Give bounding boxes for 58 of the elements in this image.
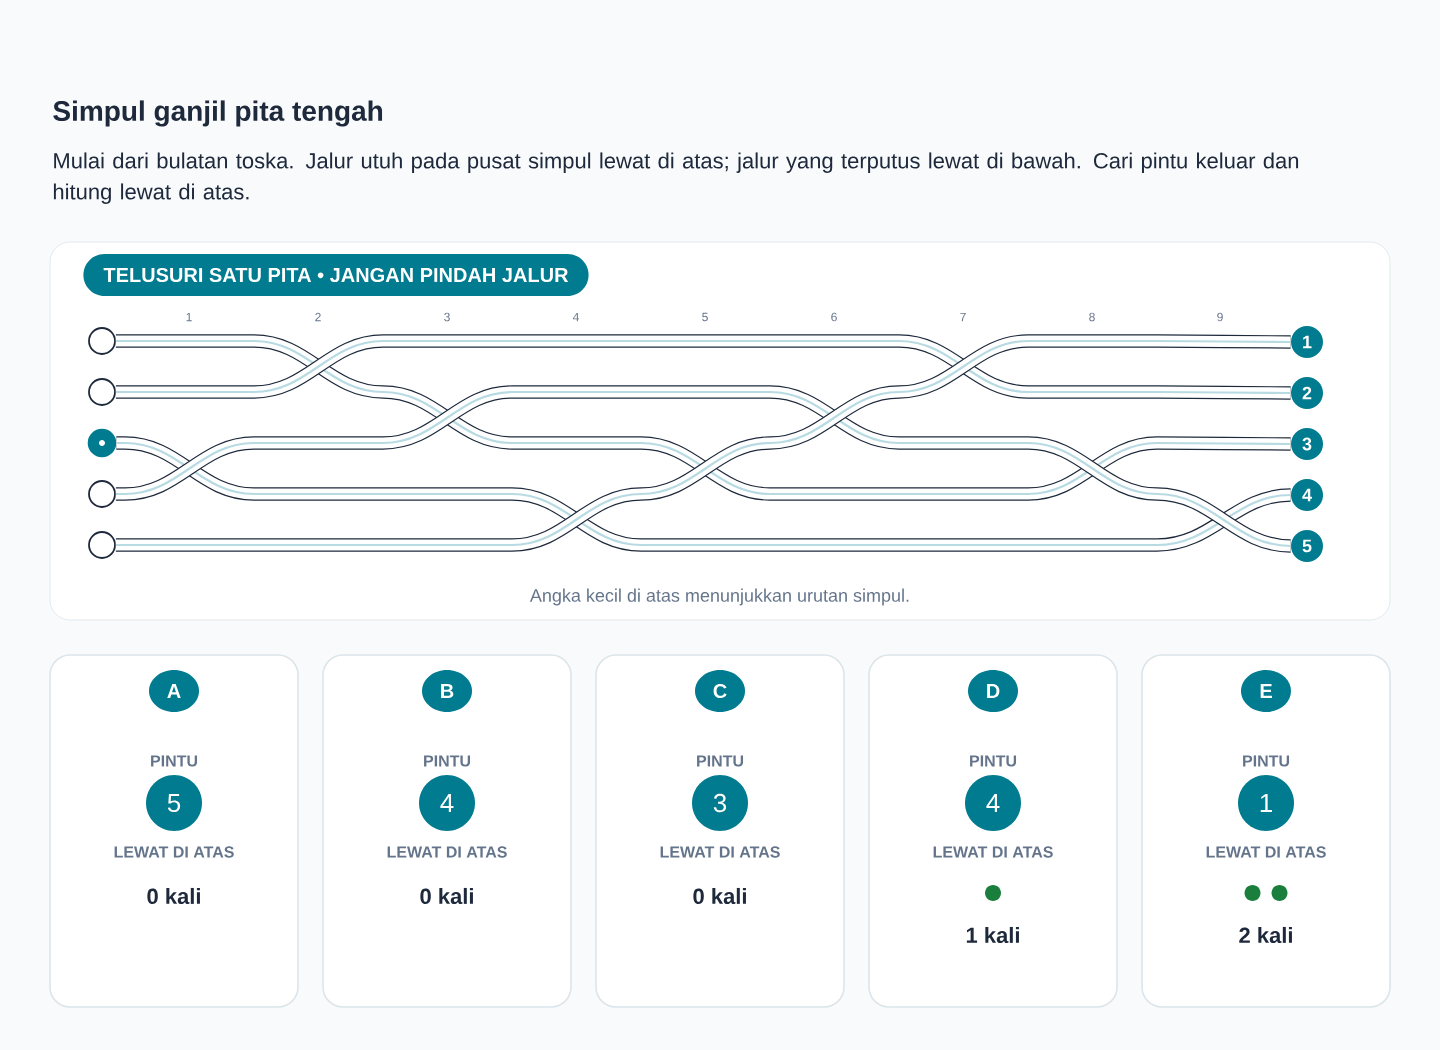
column-number: 6: [831, 312, 837, 322]
gate-number-badge: 1: [1238, 775, 1294, 831]
ribbon: [116, 436, 1292, 552]
start-circle: [88, 327, 116, 355]
count-text: 2 kali: [1239, 926, 1292, 944]
column-number: 9: [1217, 312, 1223, 322]
start-circle: [88, 378, 116, 406]
start-circle: [88, 480, 116, 508]
answer-card: [1141, 654, 1391, 1008]
count-text: 0 kali: [420, 887, 473, 905]
exit-badge: 3: [1291, 428, 1323, 460]
gate-number-badge: 5: [146, 775, 202, 831]
gate-number-badge: 3: [692, 775, 748, 831]
gate-label: PINTU: [1243, 755, 1290, 767]
column-number: 1: [186, 312, 192, 322]
exit-badge: 4: [1291, 479, 1323, 511]
over-label: LEWAT DI ATAS: [660, 846, 780, 858]
answer-card: [868, 654, 1118, 1008]
answer-card: [595, 654, 845, 1008]
column-number: 8: [1089, 312, 1095, 322]
ribbon: [115, 334, 1291, 552]
ribbon: [115, 334, 1291, 400]
letter-badge: C: [695, 670, 745, 712]
gate-label: PINTU: [151, 755, 197, 767]
over-label: LEWAT DI ATAS: [933, 846, 1053, 858]
column-number: 2: [315, 312, 321, 322]
exit-badge: 2: [1291, 377, 1323, 409]
gate-label: PINTU: [424, 755, 471, 767]
start-circle: [88, 531, 116, 559]
letter-badge: B: [422, 670, 472, 712]
ribbon: [115, 385, 1292, 553]
ribbon: [115, 334, 1291, 501]
column-number: 7: [960, 312, 966, 322]
exit-badge: 1: [1291, 326, 1323, 358]
exit-badge: 5: [1291, 530, 1323, 562]
answer-card: [49, 654, 299, 1008]
column-number: 3: [444, 312, 450, 322]
intro-text: Mulai dari bulatan toska. Jalur utuh pada pusat simpul lewat di atas; jalur yang terputus lewat di bawah. Cari pintu keluar dan hitung lewat di atas.: [53, 152, 1299, 204]
over-label: LEWAT DI ATAS: [387, 846, 507, 858]
column-number: 5: [702, 312, 708, 322]
panel-caption: Angka kecil di atas menunjukkan urutan simpul.: [529, 588, 909, 606]
header-pill: TELUSURI SATU PITA • JANGAN PINDAH JALUR: [83, 254, 589, 296]
letter-badge: D: [968, 670, 1018, 712]
count-text: 0 kali: [147, 887, 200, 905]
column-number: 4: [572, 312, 579, 322]
start-circle: [87, 428, 117, 458]
count-text: 1 kali: [966, 926, 1019, 944]
count-text: 0 kali: [693, 887, 746, 905]
letter-badge: E: [1241, 670, 1291, 712]
gate-label: PINTU: [697, 755, 744, 767]
answer-card: [322, 654, 572, 1008]
gate-number-badge: 4: [965, 775, 1021, 831]
over-label: LEWAT DI ATAS: [114, 846, 234, 858]
gate-number-badge: 4: [419, 775, 475, 831]
letter-badge: A: [149, 670, 199, 712]
title: Simpul ganjil pita tengah: [53, 100, 383, 127]
gate-label: PINTU: [970, 755, 1017, 767]
over-label: LEWAT DI ATAS: [1206, 846, 1326, 858]
